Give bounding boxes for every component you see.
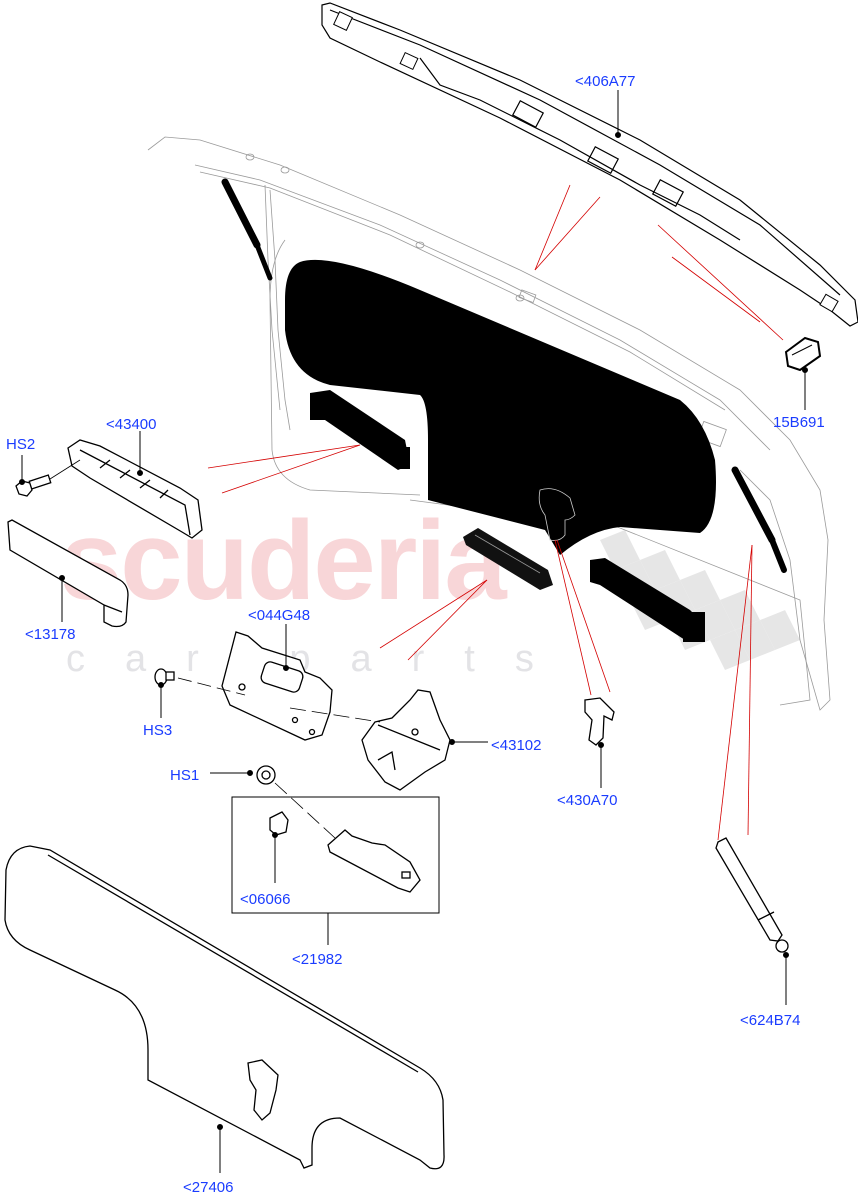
right-gas-strut [731, 466, 787, 573]
right-grab-handle [590, 558, 705, 642]
part-label-406A77[interactable]: <406A77 [575, 73, 636, 90]
gas-strut-624B74 [715, 837, 789, 953]
part-label-HS3[interactable]: HS3 [143, 722, 173, 739]
part-label-21982[interactable]: <21982 [292, 951, 343, 968]
left-gas-strut [221, 178, 273, 281]
part-label-044G48[interactable]: <044G48 [248, 607, 311, 624]
part-label-624B74[interactable]: <624B74 [740, 1012, 801, 1029]
handle-bracket-43400 [67, 439, 203, 539]
latch-guide-line [289, 707, 381, 723]
part-label-15B691[interactable]: 15B691 [773, 414, 825, 431]
nut-HS1 [256, 765, 276, 785]
cover-plate-13178 [7, 519, 129, 628]
spoiler-clips [333, 11, 839, 313]
hs3-guide-line [177, 677, 246, 696]
red-leader-lines [207, 184, 784, 841]
part-label-430A70[interactable]: <430A70 [557, 792, 618, 809]
kit-box-21982 [231, 796, 440, 914]
left-grab-handle [310, 390, 410, 470]
hs1-guide-line [274, 782, 336, 839]
part-label-43400[interactable]: <43400 [106, 416, 157, 433]
bracket-plate-044G48 [221, 631, 333, 741]
part-label-43102[interactable]: <43102 [491, 737, 542, 754]
part-label-06066[interactable]: <06066 [240, 891, 291, 908]
bracket-06066 [269, 811, 289, 836]
watermark-scuderia: scuderia [60, 498, 507, 623]
part-label-HS2[interactable]: HS2 [6, 436, 36, 453]
tailgate-panel [147, 136, 831, 711]
switch-part-15B691 [784, 336, 822, 372]
part-label-27406[interactable]: <27406 [183, 1179, 234, 1196]
part-label-HS1[interactable]: HS1 [170, 767, 200, 784]
hs2-guide-line [49, 459, 81, 480]
handle-cutout [538, 488, 576, 541]
bolt-HS3 [154, 668, 175, 686]
part-label-13178[interactable]: <13178 [25, 626, 76, 643]
latch-43102 [361, 689, 451, 791]
bolt-HS2 [15, 474, 52, 497]
tailgate-glass [285, 259, 716, 555]
tailgate-latch-mount [463, 528, 553, 590]
callout-leaders [19, 90, 808, 1173]
spoiler-part-406A77 [321, 2, 858, 327]
actuator-430A70 [584, 697, 615, 746]
trim-panel-27406 [4, 845, 445, 1170]
striker-bracket [327, 829, 421, 893]
